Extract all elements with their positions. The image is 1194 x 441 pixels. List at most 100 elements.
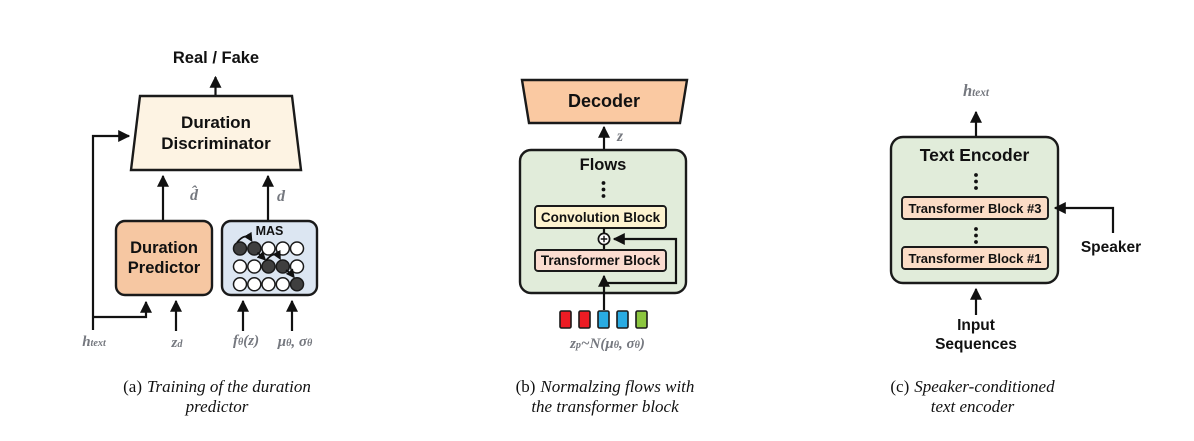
h-text-sub: text <box>90 338 106 349</box>
mas-node <box>275 241 291 256</box>
mas-path-arrow <box>236 231 253 244</box>
mu-sigma-comma: , <box>291 334 299 350</box>
zp-sigma-sub: θ <box>634 340 640 351</box>
h-text-output-sub: text <box>972 87 989 99</box>
input-sequences-line2: Sequences <box>935 336 1017 353</box>
f-theta-rest: (z) <box>243 333 260 349</box>
z-d-label: zd <box>157 335 197 352</box>
transformer-block-box <box>534 249 667 272</box>
transformer-block-3-box <box>901 196 1049 220</box>
caption-c-line1: (c)Speaker-conditioned <box>860 377 1085 397</box>
duration-discriminator-label-line2: Discriminator <box>161 134 271 153</box>
caption-c: (c)Speaker-conditioned text encoder <box>860 377 1085 417</box>
duration-discriminator-label: Duration Discriminator <box>136 96 296 170</box>
zp-mid: ~N( <box>581 336 606 352</box>
caption-a-text2: predictor <box>185 397 249 416</box>
h-text-output-base: h <box>962 81 973 100</box>
speaker-label: Speaker <box>1080 239 1142 256</box>
ellipsis-dots <box>974 173 978 190</box>
decoder-box <box>520 78 689 125</box>
mas-path-arrow <box>285 268 295 279</box>
h-text-label: htext <box>66 334 122 351</box>
z-d-base: z <box>171 335 178 351</box>
input-sequences-line1: Input <box>957 317 995 334</box>
caption-b-line1: (b)Normalzing flows with <box>495 377 715 397</box>
mas-node <box>289 259 305 274</box>
zp-base: z <box>570 336 576 352</box>
panel-a-shapes <box>91 75 319 331</box>
convolution-block-box <box>534 205 667 229</box>
f-theta-sub: θ <box>237 337 244 348</box>
transformer-block-1-label: Transformer Block #1 <box>902 247 1048 269</box>
zp-sub: p <box>575 340 582 351</box>
mu-sigma-label: μθ, σθ <box>266 334 324 351</box>
latent-token <box>616 310 629 329</box>
caption-a-text1: Training of the duration <box>146 377 311 396</box>
mas-label: MAS <box>255 224 284 238</box>
mas-path-arrow <box>265 249 281 262</box>
duration-predictor-label: Duration Predictor <box>116 221 212 295</box>
duration-discriminator-box <box>129 94 303 172</box>
convolution-block-label: Convolution Block <box>535 206 666 228</box>
mas-path-arrow <box>256 251 267 261</box>
transformer-block-text: Transformer Block <box>540 253 661 268</box>
flows-label: Flows <box>579 156 627 174</box>
duration-predictor-box <box>114 219 214 297</box>
plus-circle-icon <box>597 232 611 246</box>
sigma-base: σ <box>298 334 307 350</box>
duration-discriminator-label-line1: Duration <box>181 113 251 132</box>
mas-node <box>247 259 262 274</box>
caption-a: (a)Training of the duration predictor <box>112 377 322 417</box>
mu-sub: θ <box>286 338 292 349</box>
h-text-output-label: htext <box>936 81 1016 101</box>
f-theta-label: fθ(z) <box>221 333 271 350</box>
caption-c-prefix: (c) <box>890 377 910 396</box>
mas-node-filled <box>289 277 305 292</box>
ellipsis-dots <box>601 181 606 198</box>
mas-node-filled <box>232 241 248 256</box>
d-hat-label: d̂ <box>190 187 198 204</box>
input-sequences-label: Input Sequences <box>916 316 1036 354</box>
htext-to-discriminator-wire <box>91 130 131 330</box>
mas-node <box>232 277 248 292</box>
zp-close: ) <box>639 336 645 352</box>
mas-node <box>232 259 248 274</box>
transformer-block-3-label: Transformer Block #3 <box>902 197 1048 219</box>
mas-node <box>289 241 305 256</box>
skip-connection-wire <box>604 233 678 285</box>
latent-token <box>578 310 591 329</box>
caption-b: (b)Normalzing flows with the transformer… <box>495 377 715 417</box>
caption-b-prefix: (b) <box>515 377 536 396</box>
mas-node <box>261 241 276 256</box>
z-d-sub: d <box>177 339 183 350</box>
f-theta-base: f <box>232 333 238 349</box>
ellipsis-dots <box>974 227 978 244</box>
transformer-block-3-text: Transformer Block #3 <box>908 200 1042 216</box>
decoder-label: Decoder <box>567 91 641 111</box>
zp-mu-sub: θ <box>613 340 620 351</box>
duration-predictor-label-line2: Predictor <box>127 259 201 277</box>
caption-a-prefix: (a) <box>123 377 142 396</box>
caption-c-text2: text encoder <box>930 397 1015 416</box>
caption-b-text2: the transformer block <box>531 397 679 416</box>
mas-node <box>261 277 276 292</box>
caption-b-text1: Normalzing flows with <box>540 377 695 396</box>
mas-node <box>247 277 262 292</box>
duration-predictor-label-line1: Duration <box>130 239 198 257</box>
mas-node-filled <box>261 259 276 274</box>
convolution-block-text: Convolution Block <box>540 209 661 225</box>
panel-b-shapes <box>518 78 689 329</box>
panel-c-shapes <box>889 110 1115 315</box>
caption-c-text1: Speaker-conditioned <box>914 377 1055 396</box>
sigma-sub: θ <box>306 338 313 349</box>
d-label: d <box>277 188 285 205</box>
transformer-block-label: Transformer Block <box>535 250 666 271</box>
text-encoder-label: Text Encoder <box>919 145 1030 165</box>
latent-token <box>635 310 648 329</box>
zp-mu: μ <box>605 336 614 352</box>
speaker-wire <box>1053 202 1115 233</box>
zp-comma: , <box>619 336 627 352</box>
zp-sigma: σ <box>626 336 635 352</box>
